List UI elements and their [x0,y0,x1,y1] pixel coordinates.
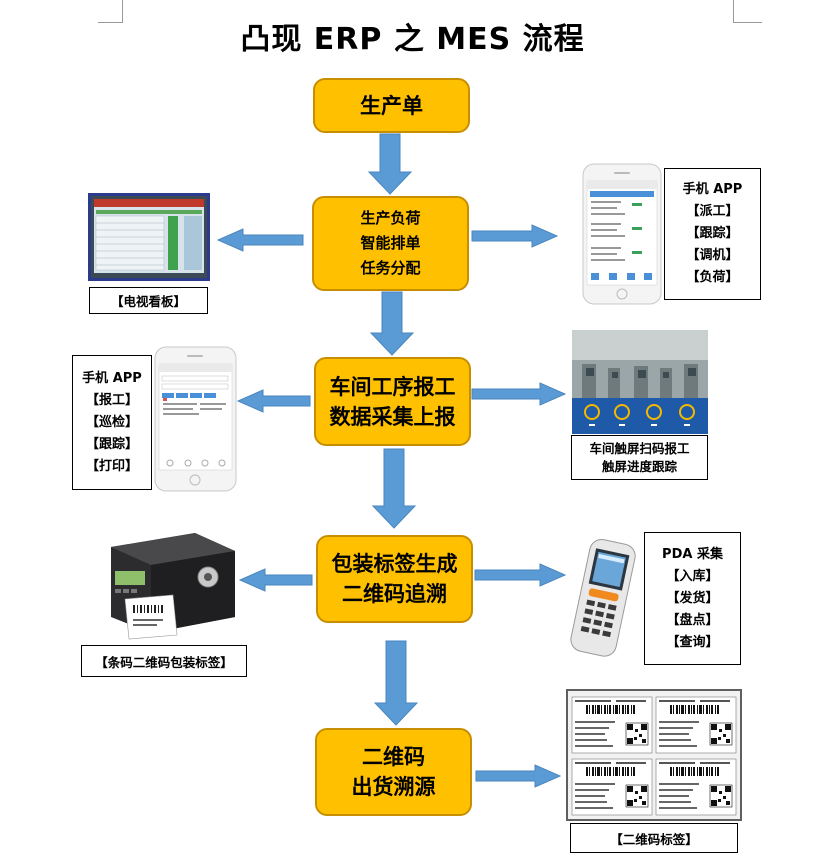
pda-box: PDA 采集 【入库】 【发货】 【盘点】 【查询】 [644,532,741,665]
step-1-line-1: 生产单 [360,93,423,118]
arrow-down-3 [371,448,417,529]
pda-scanner-image [570,538,636,657]
phone-app-header: 手机 APP [82,370,142,386]
phone-app-item: 【派工】 [686,204,739,219]
arrow-right-labels [475,764,562,788]
phone-app-header: 手机 APP [682,182,743,197]
phone-app-item: 【调机】 [686,248,739,263]
phone-app-item: 【巡检】 [85,414,138,430]
diagram-title: 凸现 ERP 之 MES 流程 [240,22,585,57]
pda-item: 【查询】 [666,634,719,650]
pda-item: 【入库】 [666,568,719,584]
phone-app-item: 【打印】 [85,458,138,474]
arrow-right-pda [474,563,567,587]
step-packaging-labels: 包装标签生成 二维码追溯 [316,535,473,623]
arrow-left-tv [216,228,304,252]
step-5-line-1: 二维码 [362,745,425,769]
step-production-order: 生产单 [313,78,470,133]
phone-app-item: 【跟踪】 [85,436,138,452]
step-shipping-traceability: 二维码 出货溯源 [315,728,472,816]
phone-app-dispatch-image [582,163,662,305]
qr-label-sheet-image [566,689,742,821]
arrow-right-phone [471,224,559,248]
phone-app-report-image [154,346,237,492]
step-2-line-1: 生产负荷 [360,209,421,227]
phone-app-item: 【跟踪】 [686,226,739,241]
arrow-left-printer [238,568,313,592]
crop-mark-top-left [98,0,123,23]
pda-header: PDA 采集 [662,546,723,562]
step-4-line-2: 二维码追溯 [342,582,447,606]
pda-item: 【发货】 [666,590,719,606]
workshop-touchscreen-image [572,330,708,434]
step-2-line-2: 智能排单 [360,234,421,252]
step-workshop-reporting: 车间工序报工 数据采集上报 [314,357,471,446]
pda-item: 【盘点】 [666,612,719,628]
step-scheduling: 生产负荷 智能排单 任务分配 [312,196,469,291]
label-printer-image [111,533,235,640]
phone-app-box-left: 手机 APP 【报工】 【巡检】 【跟踪】 【打印】 [72,355,152,490]
caption-tv-board: 【电视看板】 [89,287,208,314]
phone-app-item: 【报工】 [85,392,138,408]
arrow-right-workshop [471,382,567,406]
crop-mark-top-right [733,0,762,23]
step-2-line-3: 任务分配 [360,259,421,277]
phone-app-box-right: 手机 APP 【派工】 【跟踪】 【调机】 【负荷】 [664,168,761,300]
step-4-line-1: 包装标签生成 [331,552,458,576]
phone-app-item: 【负荷】 [686,270,739,285]
tv-dashboard-image [88,193,210,281]
arrow-down-4 [373,640,419,726]
step-5-line-2: 出货溯源 [351,775,436,799]
caption-printer: 【条码二维码包装标签】 [81,645,247,677]
arrow-down-1 [367,133,413,195]
caption-qr-labels: 【二维码标签】 [570,823,738,853]
step-3-line-2: 数据采集上报 [329,404,456,429]
caption-workshop-line-1: 车间触屏扫码报工 [589,440,690,456]
caption-workshop: 车间触屏扫码报工 触屏进度跟踪 [571,435,708,480]
caption-workshop-line-2: 触屏进度跟踪 [601,458,677,474]
arrow-down-2 [369,291,415,356]
step-3-line-1: 车间工序报工 [329,374,456,399]
arrow-left-phone [236,389,311,413]
